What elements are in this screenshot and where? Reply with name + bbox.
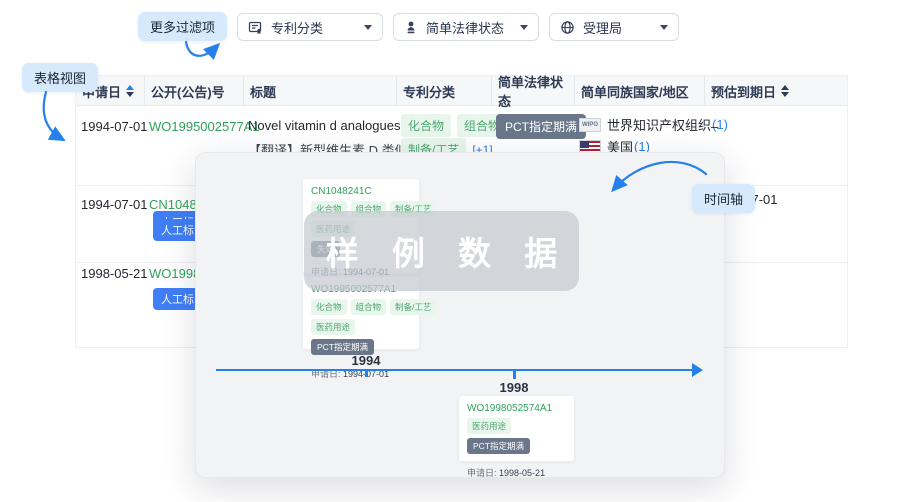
- classification-tags: 医药用途: [467, 418, 566, 434]
- legal-status-badge: PCT指定期满: [467, 438, 530, 454]
- column-header-classification: 专利分类: [396, 76, 491, 106]
- filter-label: 受理局: [583, 18, 652, 37]
- classification-tag: 医药用途: [467, 418, 511, 434]
- filter-label: 专利分类: [271, 18, 356, 37]
- field-label: 申请日:: [467, 468, 497, 478]
- legal-person-icon: [404, 20, 418, 35]
- timeline-tick: [513, 371, 516, 379]
- filter-label: 简单法律状态: [426, 18, 512, 37]
- classification-tags: 化合物 组合物: [401, 114, 507, 137]
- family-region-row: WIPO 世界知识产权组织(1): [579, 115, 728, 134]
- classification-tag: 化合物: [401, 114, 451, 137]
- more-filters-arrow: [186, 42, 217, 56]
- card-field: 申请日: 1998-05-21: [467, 466, 566, 479]
- sample-data-watermark: 样 例 数 据: [304, 211, 579, 291]
- classification-tag: 组合物: [351, 299, 387, 315]
- timeline-callout: 时间轴: [692, 184, 755, 213]
- column-label: 标题: [250, 82, 276, 101]
- table-view-label: 表格视图: [34, 71, 86, 86]
- filter-legal-status[interactable]: 简单法律状态: [393, 13, 539, 41]
- table-view-callout: 表格视图: [22, 63, 98, 92]
- wipo-flag-icon: WIPO: [579, 118, 601, 132]
- timeline-tick: [365, 371, 368, 377]
- filter-patent-classification[interactable]: 专利分类: [237, 13, 383, 41]
- column-header-publication-number: 公开(公告)号: [144, 76, 243, 106]
- publication-number-link[interactable]: CN1048241C: [311, 186, 411, 197]
- application-date: 1994-07-01: [81, 197, 148, 212]
- column-header-family-region: 简单同族国家/地区: [574, 76, 704, 106]
- application-date: 1998-05-21: [81, 266, 148, 281]
- timeline-year-label: 1998: [500, 380, 529, 395]
- expiry-date: –: [711, 119, 718, 134]
- sort-icon[interactable]: [781, 85, 789, 97]
- region-name: 世界知识产权组织: [607, 115, 711, 134]
- classification-tag: 医药用途: [311, 319, 355, 335]
- caret-down-icon: [520, 25, 528, 30]
- filter-patent-office[interactable]: 受理局: [549, 13, 679, 41]
- sort-icon[interactable]: [126, 85, 134, 97]
- timeline-label: 时间轴: [704, 192, 743, 207]
- application-date: 1994-07-01: [81, 119, 148, 134]
- column-label: 预估到期日: [711, 82, 776, 101]
- classification-tags: 化合物 组合物 制备/工艺: [311, 299, 411, 315]
- timeline-overlay-panel: CN1048241C 化合物 组合物 制备/工艺 医药用途 失效 申请日: 19…: [195, 152, 725, 478]
- publication-number-link[interactable]: WO1995002577A1: [149, 119, 260, 134]
- timeline-patent-card: WO1998052574A1 医药用途 PCT指定期满 申请日: 1998-05…: [459, 396, 574, 461]
- classification-tags: 医药用途: [311, 319, 411, 335]
- column-header-title: 标题: [243, 76, 396, 106]
- more-filters-label: 更多过滤项: [150, 20, 215, 35]
- classification-icon: [248, 20, 263, 35]
- column-header-expiry-date[interactable]: 预估到期日: [704, 76, 849, 106]
- timeline-axis: [216, 369, 694, 371]
- classification-tag: 化合物: [311, 299, 347, 315]
- column-label: 专利分类: [403, 82, 455, 101]
- timeline-year-label: 1994: [352, 353, 381, 368]
- more-filters-callout: 更多过滤项: [138, 12, 227, 41]
- caret-down-icon: [660, 25, 668, 30]
- globe-icon: [560, 20, 575, 35]
- publication-number-link[interactable]: WO1998052574A1: [467, 403, 566, 414]
- field-value: 1998-05-21: [499, 468, 545, 478]
- table-view-arrow: [44, 92, 62, 139]
- column-label: 简单同族国家/地区: [581, 82, 689, 101]
- watermark-text: 样 例 数 据: [314, 227, 570, 275]
- timeline-arrowhead-icon: [692, 363, 703, 377]
- patent-title: Novel vitamin d analogues: [248, 118, 400, 133]
- column-header-legal-status: 简单法律状态: [491, 76, 574, 106]
- column-label: 公开(公告)号: [151, 82, 225, 101]
- caret-down-icon: [364, 25, 372, 30]
- classification-tag: 制备/工艺: [390, 299, 436, 315]
- legal-status-badge: PCT指定期满: [496, 114, 586, 139]
- column-label: 简单法律状态: [498, 72, 574, 110]
